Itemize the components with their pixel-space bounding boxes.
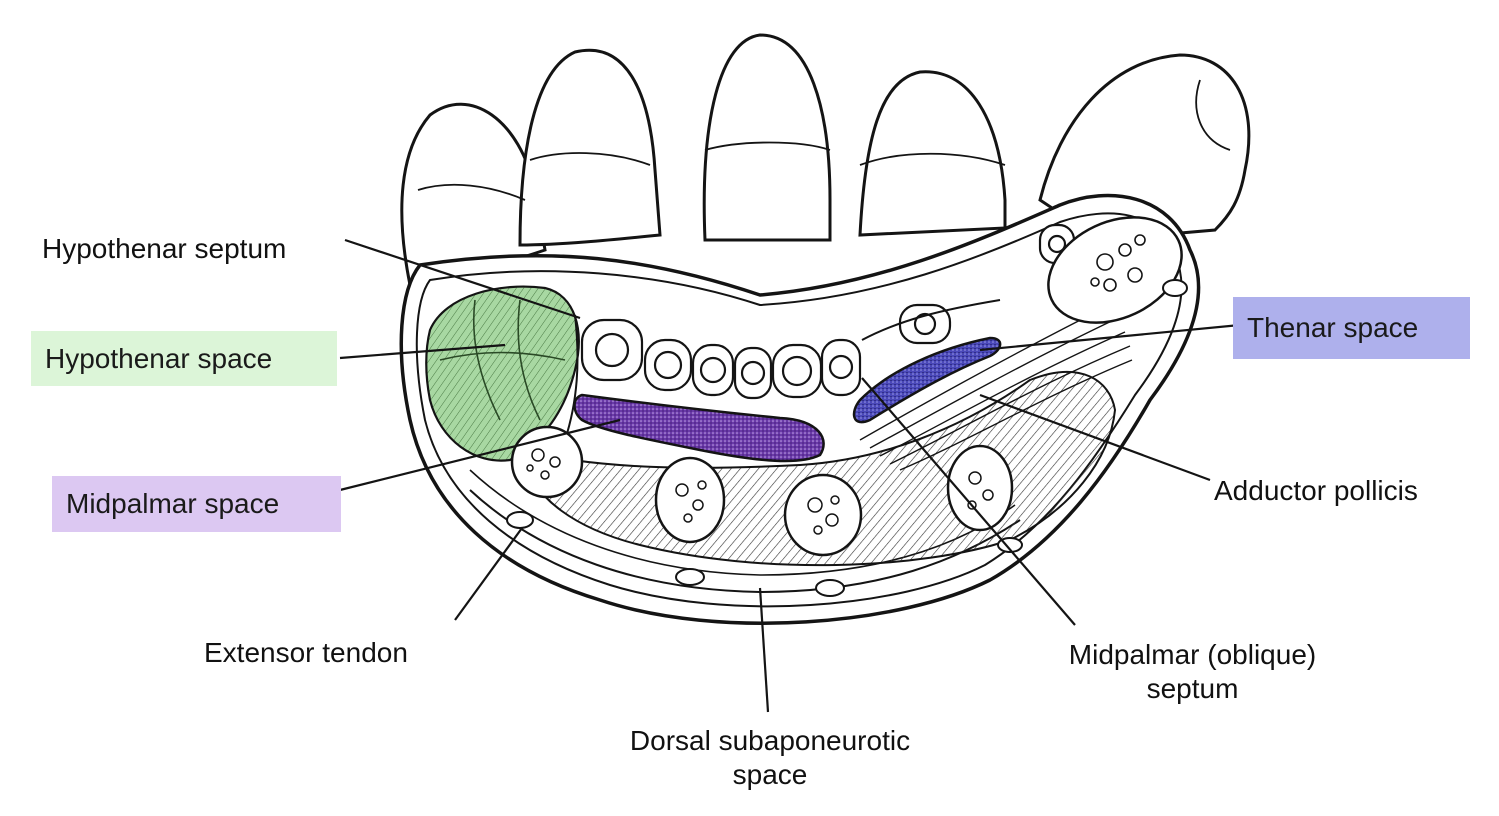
hypothenar-muscles: [425, 285, 580, 462]
label-oblique-line2: septum: [1146, 673, 1239, 705]
label-midpalmar-oblique-septum: Midpalmar (oblique) septum: [1040, 638, 1345, 706]
leader-thenar-space: [979, 323, 1241, 352]
leader-oblique-septum: [861, 377, 1076, 626]
hypothenar-septum-line: [564, 314, 579, 441]
label-adductor-pollicis: Adductor pollicis: [1214, 475, 1418, 506]
label-hypothenar-septum: Hypothenar septum: [42, 233, 287, 264]
midpalmar-space: [573, 393, 825, 463]
bone-marrow: [526, 448, 994, 535]
leader-midpalmar-space: [339, 418, 621, 492]
oblique-septum-line: [861, 299, 1001, 341]
ring-finger: [518, 48, 662, 247]
finger-creases: [417, 79, 1231, 201]
label-oblique-line1: Midpalmar (oblique): [1068, 639, 1317, 670]
leader-lines: [339, 238, 1241, 713]
label-dorsal-subaponeurotic-space: Dorsal subaponeurotic space: [600, 724, 940, 792]
label-midpalmar-space: Midpalmar space: [66, 488, 280, 519]
label-dorsal-line1: Dorsal subaponeurotic: [629, 725, 911, 756]
thenar-space: [852, 336, 1002, 424]
label-dorsal-line2: space: [732, 759, 808, 791]
leader-adductor: [979, 393, 1211, 482]
thumb-metacarpal: [1047, 216, 1183, 324]
highlight-thenar-space: Thenar space: [1233, 297, 1470, 359]
leader-hypothenar-space: [339, 343, 506, 360]
highlight-hypothenar-space: Hypothenar space: [31, 331, 337, 386]
leader-hypothenar-septum: [344, 238, 581, 320]
palmar-aponeurosis: [415, 212, 1183, 608]
highlight-midpalmar-space: Midpalmar space: [52, 476, 341, 532]
leader-dorsal-space: [758, 587, 770, 713]
label-thenar-space: Thenar space: [1247, 312, 1419, 343]
metacarpal-bones: [510, 425, 1014, 557]
middle-finger: [702, 33, 832, 242]
label-extensor-tendon: Extensor tendon: [204, 637, 408, 668]
flexor-tendons: [580, 223, 1076, 400]
label-hypothenar-space: Hypothenar space: [45, 342, 273, 374]
fingers: [400, 33, 1251, 287]
adductor-pollicis: [859, 304, 1133, 471]
leader-extensor-tendon: [454, 527, 523, 621]
